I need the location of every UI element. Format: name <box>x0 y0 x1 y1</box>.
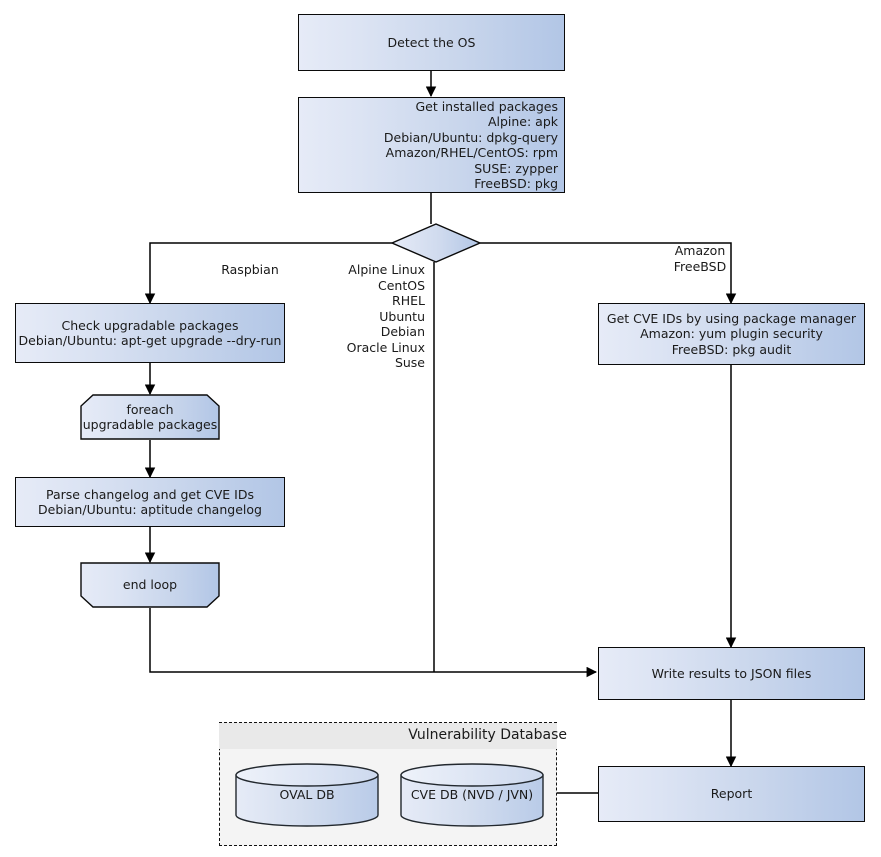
foreach-shape <box>80 394 220 440</box>
node-get-cve-ids[interactable]: Get CVE IDs by using package manager Ama… <box>598 303 865 365</box>
node-report[interactable]: Report <box>598 766 865 822</box>
end-loop-shape <box>80 562 220 608</box>
end-loop-label: end loop <box>122 577 178 593</box>
database-label-cve: CVE DB (NVD / JVN) <box>410 787 534 802</box>
database-cylinder-cve[interactable] <box>399 762 545 828</box>
vulnerability-database-title: Vulnerability Database <box>408 727 567 743</box>
node-get-installed-packages[interactable]: Get installed packages Alpine: apk Debia… <box>298 97 565 193</box>
node-write-results-to-json[interactable]: Write results to JSON files <box>598 647 865 700</box>
node-detect-os[interactable]: Detect the OS <box>298 14 565 71</box>
node-os-decision[interactable] <box>390 222 482 264</box>
node-parse-changelog[interactable]: Parse changelog and get CVE IDs Debian/U… <box>15 477 285 527</box>
node-foreach-loop[interactable]: foreach upgradable packages <box>80 394 220 440</box>
node-end-loop[interactable]: end loop <box>80 562 220 608</box>
database-label-oval: OVAL DB <box>279 787 335 802</box>
edge-endloop-to-write-results <box>149 608 598 678</box>
edge-label-amazon-freebsd: Amazon FreeBSD <box>673 243 727 274</box>
node-check-upgradable-packages[interactable]: Check upgradable packages Debian/Ubuntu:… <box>15 303 285 363</box>
vulnerability-database-header <box>219 723 557 749</box>
edge-label-middle-distros: Alpine Linux CentOS RHEL Ubuntu Debian O… <box>346 262 425 370</box>
foreach-loop-label: foreach upgradable packages <box>82 401 218 433</box>
database-cylinder-oval[interactable] <box>234 762 380 828</box>
